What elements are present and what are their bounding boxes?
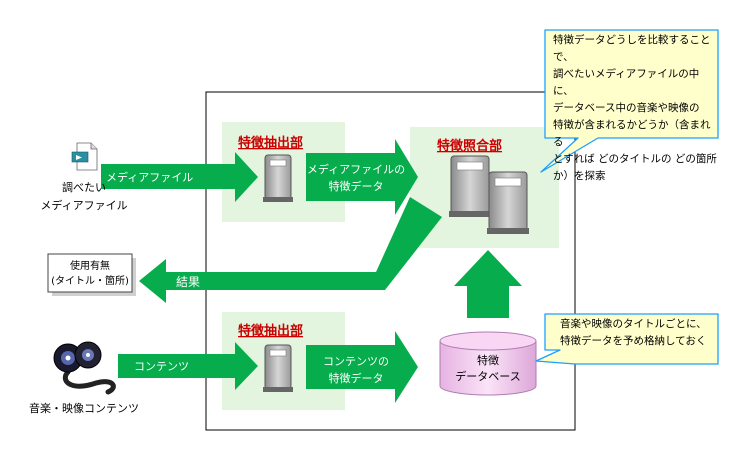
callout-line: 特徴データどうしを比較することで、 <box>553 34 711 63</box>
callout-line: 特徴が含まれるかどうか（含まれる <box>553 119 711 148</box>
callout-line: か）を探索 <box>553 170 606 182</box>
media-input-label: メディアファイル <box>106 170 193 184</box>
matching-title: 特徴照合部 <box>437 138 502 154</box>
media-file-label-1: 調べたい <box>62 180 106 194</box>
server-icon <box>263 344 293 392</box>
result-doc-line-2: (タイトル・箇所) <box>51 274 129 287</box>
database-label-1: 特徴 <box>477 353 499 367</box>
result-doc-line-1: 使用有無 <box>70 259 110 272</box>
content-feature-label-2: 特徴データ <box>329 371 384 385</box>
arrow-content-input <box>118 342 258 390</box>
callout-top <box>540 29 719 173</box>
extract-title-bottom: 特徴抽出部 <box>238 323 303 339</box>
feature-database <box>439 331 537 396</box>
arrow-content-feature <box>306 331 418 403</box>
content-source-label: 音楽・映像コンテンツ <box>29 401 139 415</box>
callout-bottom-text: 音楽や映像のタイトルごとに、 特徴データを予め格納しておく <box>560 316 716 350</box>
media-file-label-2: メディアファイル <box>40 198 127 212</box>
callout-line: 調べたいメディアファイルの中に、 <box>553 68 700 97</box>
extract-title-top: 特徴抽出部 <box>238 135 303 151</box>
result-arrow-label: 結果 <box>176 275 200 289</box>
server-icon <box>263 154 293 202</box>
content-input-label: コンテンツ <box>134 360 189 373</box>
callout-bottom <box>535 313 719 365</box>
callout-line: データベース中の音楽や映像の <box>553 102 700 114</box>
server-icon <box>449 155 491 217</box>
database-label-2: データベース <box>455 369 520 383</box>
cd-film-reel-icon <box>53 341 116 395</box>
document-icon <box>47 253 136 296</box>
media-feature-label-2: 特徴データ <box>329 179 384 193</box>
callout-line: 音楽や映像のタイトルごとに、 <box>560 318 707 330</box>
arrow-database-up <box>454 250 522 318</box>
callout-top-text: 特徴データどうしを比較することで、 調べたいメディアファイルの中に、 データベー… <box>553 32 717 185</box>
arrow-media-input <box>101 152 258 202</box>
content-feature-label-1: コンテンツの <box>323 355 389 368</box>
media-file-icon <box>71 142 98 171</box>
callout-line: とすれば どのタイトルの どの箇所 <box>553 153 717 165</box>
media-feature-label-1: メディアファイルの <box>307 162 405 176</box>
arrow-media-feature <box>306 139 418 215</box>
arrow-result <box>139 197 442 303</box>
callout-line: 特徴データを予め格納しておく <box>560 335 707 347</box>
server-icon <box>487 171 529 234</box>
